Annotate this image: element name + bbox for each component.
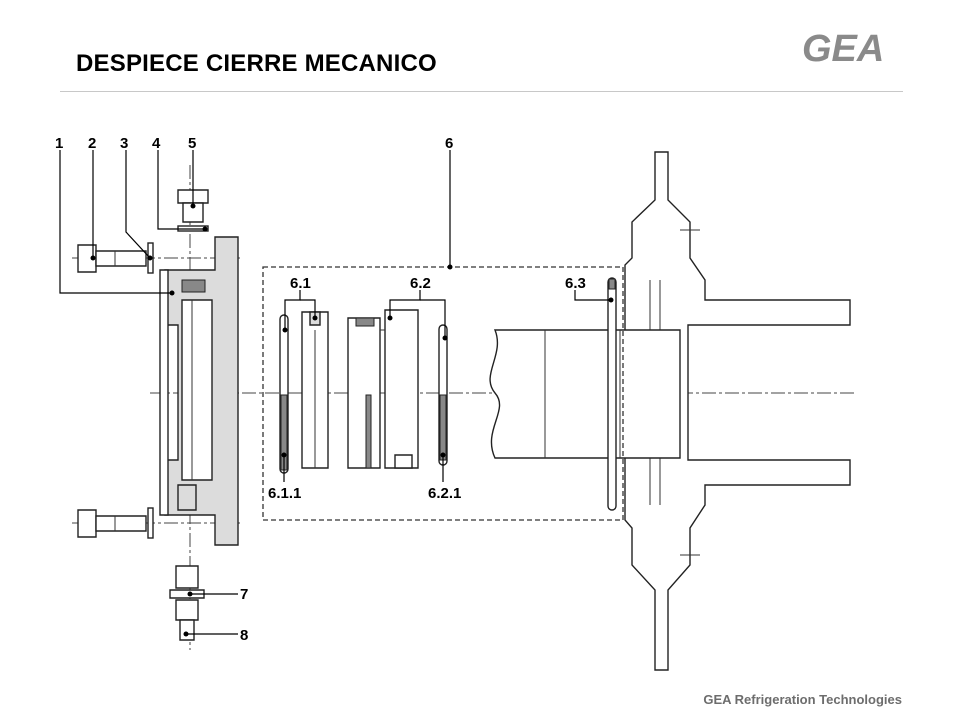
label-part-6-2-1: 6.2.1 xyxy=(428,485,461,502)
footer-company-name: GEA Refrigeration Technologies xyxy=(703,692,902,707)
o-ring-6-2-1 xyxy=(438,324,448,466)
label-part-6-2: 6.2 xyxy=(410,275,431,292)
label-part-5: 5 xyxy=(188,135,196,152)
leader-lines xyxy=(59,150,611,635)
rotating-unit-6-2 xyxy=(347,309,419,469)
stationary-ring-6-1 xyxy=(301,311,329,469)
label-part-1: 1 xyxy=(55,135,63,152)
shaft xyxy=(489,329,681,459)
leader-dots xyxy=(90,203,614,637)
page-title: DESPIECE CIERRE MECANICO xyxy=(76,50,437,77)
label-part-2: 2 xyxy=(88,135,96,152)
label-part-4: 4 xyxy=(152,135,161,152)
logo-text: GEA xyxy=(802,28,884,68)
label-part-6: 6 xyxy=(445,135,453,152)
label-part-7: 7 xyxy=(240,586,248,603)
seal-kit-box xyxy=(262,266,624,521)
header-divider xyxy=(60,91,903,92)
gea-logo: GEA xyxy=(802,28,884,68)
seal-cover xyxy=(159,236,239,546)
bolt-bottom xyxy=(77,507,154,539)
label-part-6-3: 6.3 xyxy=(565,275,586,292)
o-ring-6-1-1 xyxy=(279,314,289,474)
bolt-top xyxy=(77,242,154,274)
bottom-fittings xyxy=(169,484,205,641)
label-part-3: 3 xyxy=(120,135,128,152)
label-part-6-1: 6.1 xyxy=(290,275,311,292)
label-part-6-1-1: 6.1.1 xyxy=(268,485,301,502)
o-ring-6-3 xyxy=(607,277,617,511)
label-part-8: 8 xyxy=(240,627,248,644)
